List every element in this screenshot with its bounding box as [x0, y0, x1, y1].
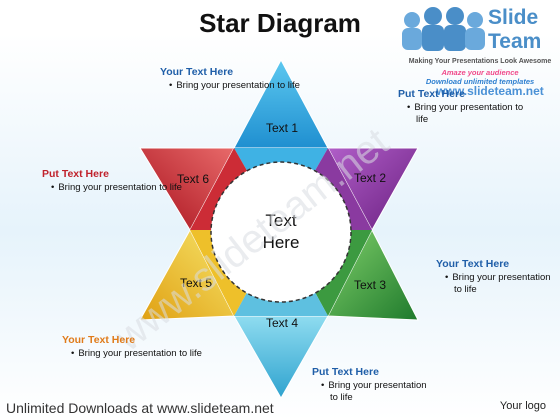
callout-bottom-left: Your Text Here Bring your presentation t… — [62, 334, 212, 360]
segment-label-4: Text 4 — [266, 316, 298, 330]
segment-label-1: Text 1 — [266, 121, 298, 135]
logo-tagline: Making Your Presentations Look Awesome — [408, 58, 552, 65]
callout-bottom: Put Text Here Bring your presentation to… — [312, 366, 432, 404]
logo-word-team: Team — [488, 30, 542, 53]
logo-promo-2: Download unlimited templates — [425, 77, 535, 86]
logo-promo-1: Amaze your audience — [441, 68, 519, 77]
callout-heading: Put Text Here — [398, 88, 465, 100]
center-circle[interactable] — [210, 161, 352, 303]
callout-right: Your Text Here Bring your presentation t… — [436, 258, 554, 296]
logo-url[interactable]: www.slideteam.net — [436, 84, 544, 98]
team-people-icon — [402, 7, 485, 51]
logo-word-slide: Slide — [488, 6, 539, 29]
callout-bullet: Bring your presentation to life — [42, 182, 192, 194]
segment-label-5: Text 5 — [180, 276, 212, 290]
callout-heading: Put Text Here — [312, 366, 379, 378]
segment-label-2: Text 2 — [354, 171, 386, 185]
callout-top-left: Your Text Here Bring your presentation t… — [160, 66, 310, 92]
callout-left: Put Text Here Bring your presentation to… — [42, 168, 192, 194]
footer-downloads-text[interactable]: Unlimited Downloads at www.slideteam.net — [6, 400, 274, 416]
callout-bullet: Bring your presentation to life — [62, 348, 212, 360]
callout-bullet: Bring your presentation to life — [160, 80, 310, 92]
callout-top-right: Put Text Here Bring your presentation to… — [398, 88, 528, 126]
segment-label-3: Text 3 — [354, 278, 386, 292]
callout-bullet: Bring your presentation to life — [436, 272, 554, 296]
center-text-line-1: Text — [265, 211, 296, 230]
callout-bullet: Bring your presentation to life — [398, 102, 528, 126]
callout-heading: Your Text Here — [160, 66, 234, 78]
callout-bullet: Bring your presentation to life — [312, 380, 432, 404]
footer-logo-placeholder: Your logo — [499, 400, 546, 412]
center-text-line-2: Here — [263, 233, 300, 252]
callout-heading: Your Text Here — [436, 258, 510, 270]
callout-heading: Your Text Here — [62, 334, 136, 346]
callout-heading: Put Text Here — [42, 168, 109, 180]
slideteam-logo: Slide Team Making Your Presentations Loo… — [400, 2, 560, 102]
page-title: Star Diagram — [199, 8, 361, 38]
